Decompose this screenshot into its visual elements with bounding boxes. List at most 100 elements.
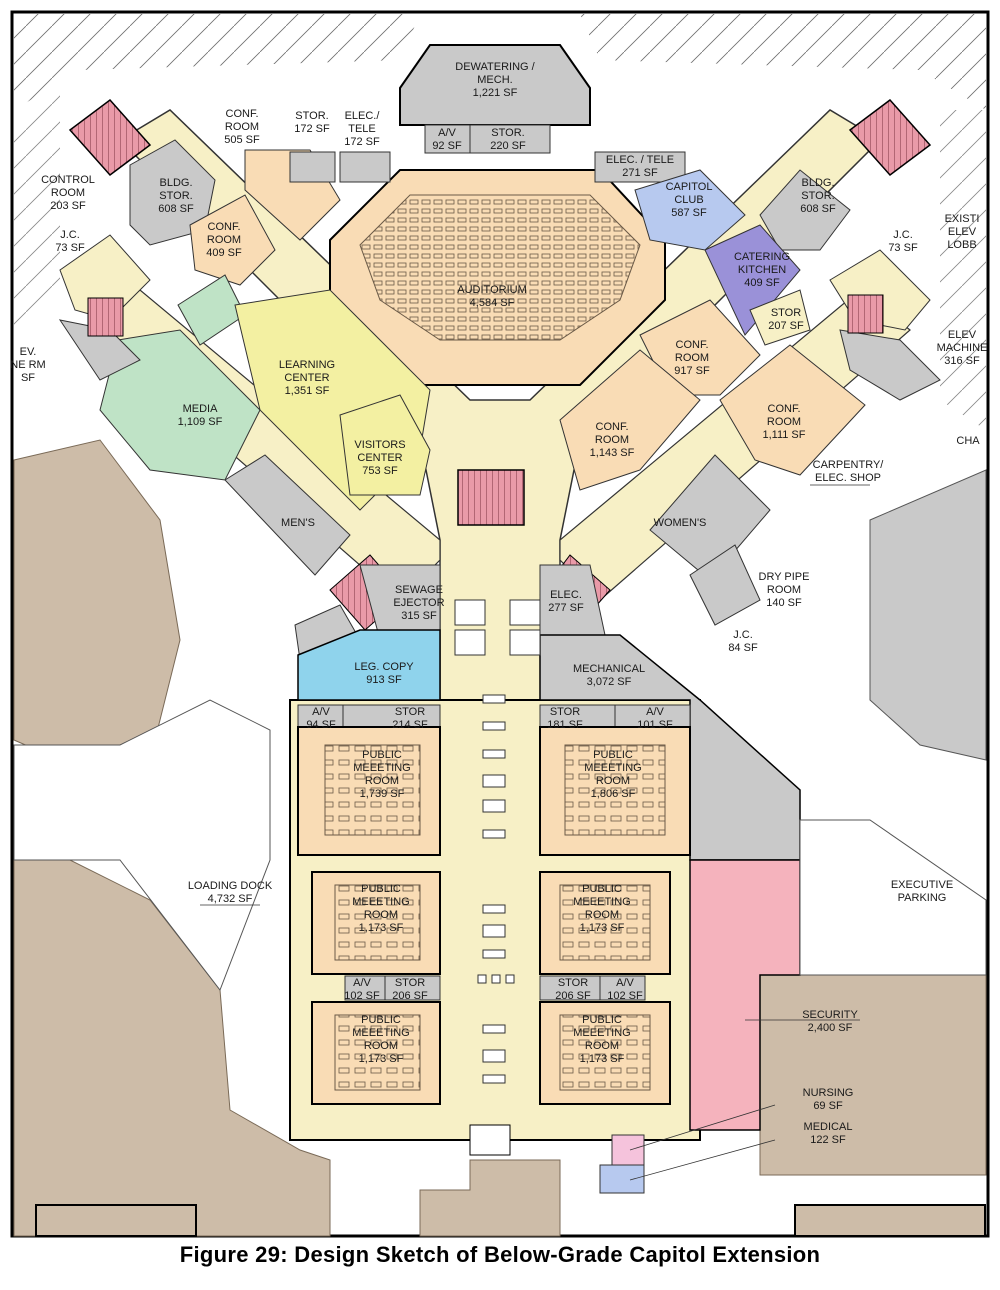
label-line: TELE [348,123,376,135]
room-stor-top [469,124,551,154]
label-line: 3,072 SF [587,676,632,688]
label-line: MEN'S [281,517,315,529]
label-line: J.C. [733,629,753,641]
label-line: 608 SF [800,203,836,215]
room-dewatering [399,44,591,126]
label-line: 94 SF [306,719,336,731]
label-line: STOR [771,307,801,319]
label-line: CAPITOL [666,181,713,193]
label-line: CENTER [357,452,402,464]
label-line: 608 SF [158,203,194,215]
label-carpentry: CARPENTRY/ELEC. SHOP [813,459,885,484]
label-line: A/V [646,706,664,718]
label-line: STOR [395,977,425,989]
label-line: STOR [395,706,425,718]
label-line: 1,173 SF [580,922,625,934]
label-line: WOMEN'S [654,517,707,529]
label-line: 1,173 SF [580,1053,625,1065]
label-line: 172 SF [344,136,380,148]
label-line: A/V [353,977,371,989]
room-dry-pipe [689,544,761,626]
label-line: 917 SF [674,365,710,377]
label-line: LOADING DOCK [188,880,273,892]
label-line: PARKING [898,892,947,904]
label-line: MEEETING [352,1027,409,1039]
label-line: 1,173 SF [359,1053,404,1065]
label-line: 206 SF [392,990,428,1002]
label-line: SF [21,372,35,384]
label-line: 271 SF [622,167,658,179]
seating-1173-d [559,1014,651,1091]
label-line: LEARNING [279,359,335,371]
label-line: PUBLIC [582,1014,622,1026]
label-line: CATERING [734,251,790,263]
room-medical [599,1164,645,1194]
label-line: ROOM [675,352,709,364]
parking-lot-left-side [14,90,60,330]
label-line: 69 SF [813,1100,843,1112]
label-line: 753 SF [362,465,398,477]
label-line: MEEETING [584,762,641,774]
label-line: 4,584 SF [470,297,515,309]
label-line: 913 SF [366,674,402,686]
label-line: STOR. [295,110,328,122]
label-line: MEEETING [573,896,630,908]
label-line: EXECUTIVE [891,879,953,891]
label-line: MACHINE [937,342,988,354]
room-visitors-center [339,394,431,496]
label-line: AUDITORIUM [457,284,526,296]
label-line: CONF. [208,221,241,233]
label-line: ROOM [364,909,398,921]
label-line: PUBLIC [361,883,401,895]
elevator-east [847,294,884,334]
room-womens [649,454,771,581]
label-dewatering: DEWATERING /MECH.1,221 SF [455,61,535,99]
room-conf-409 [189,194,276,286]
label-line: CONF. [768,403,801,415]
label-line: VISITORS [354,439,405,451]
label-line: 4,732 SF [208,893,253,905]
label-line: PUBLIC [593,749,633,761]
label-line: 277 SF [548,602,584,614]
label-line: ROOM [225,121,259,133]
label-line: 140 SF [766,597,802,609]
label-line: 1,739 SF [360,788,405,800]
label-jc-right: J.C.73 SF [888,229,918,254]
label-line: ROOM [364,1040,398,1052]
label-line: 207 SF [768,320,804,332]
room-av-top [424,124,471,154]
room-stor-206-a [384,975,441,1001]
label-line: KITCHEN [738,264,786,276]
label-line: 1,109 SF [178,416,223,428]
label-line: 409 SF [744,277,780,289]
label-line: 206 SF [555,990,591,1002]
label-line: ELEC./ [345,110,381,122]
label-womens: WOMEN'S [654,517,707,529]
seating-1173-c [334,1014,421,1091]
label-line: 73 SF [888,242,918,254]
label-line: CARPENTRY/ [813,459,885,471]
label-line: J.C. [60,229,80,241]
stair-northeast [848,98,932,177]
room-control [59,234,151,321]
label-line: 409 SF [206,247,242,259]
label-line: 1,351 SF [285,385,330,397]
label-line: PUBLIC [362,749,402,761]
existing-building-right [869,469,987,761]
elevator-west [87,297,124,337]
